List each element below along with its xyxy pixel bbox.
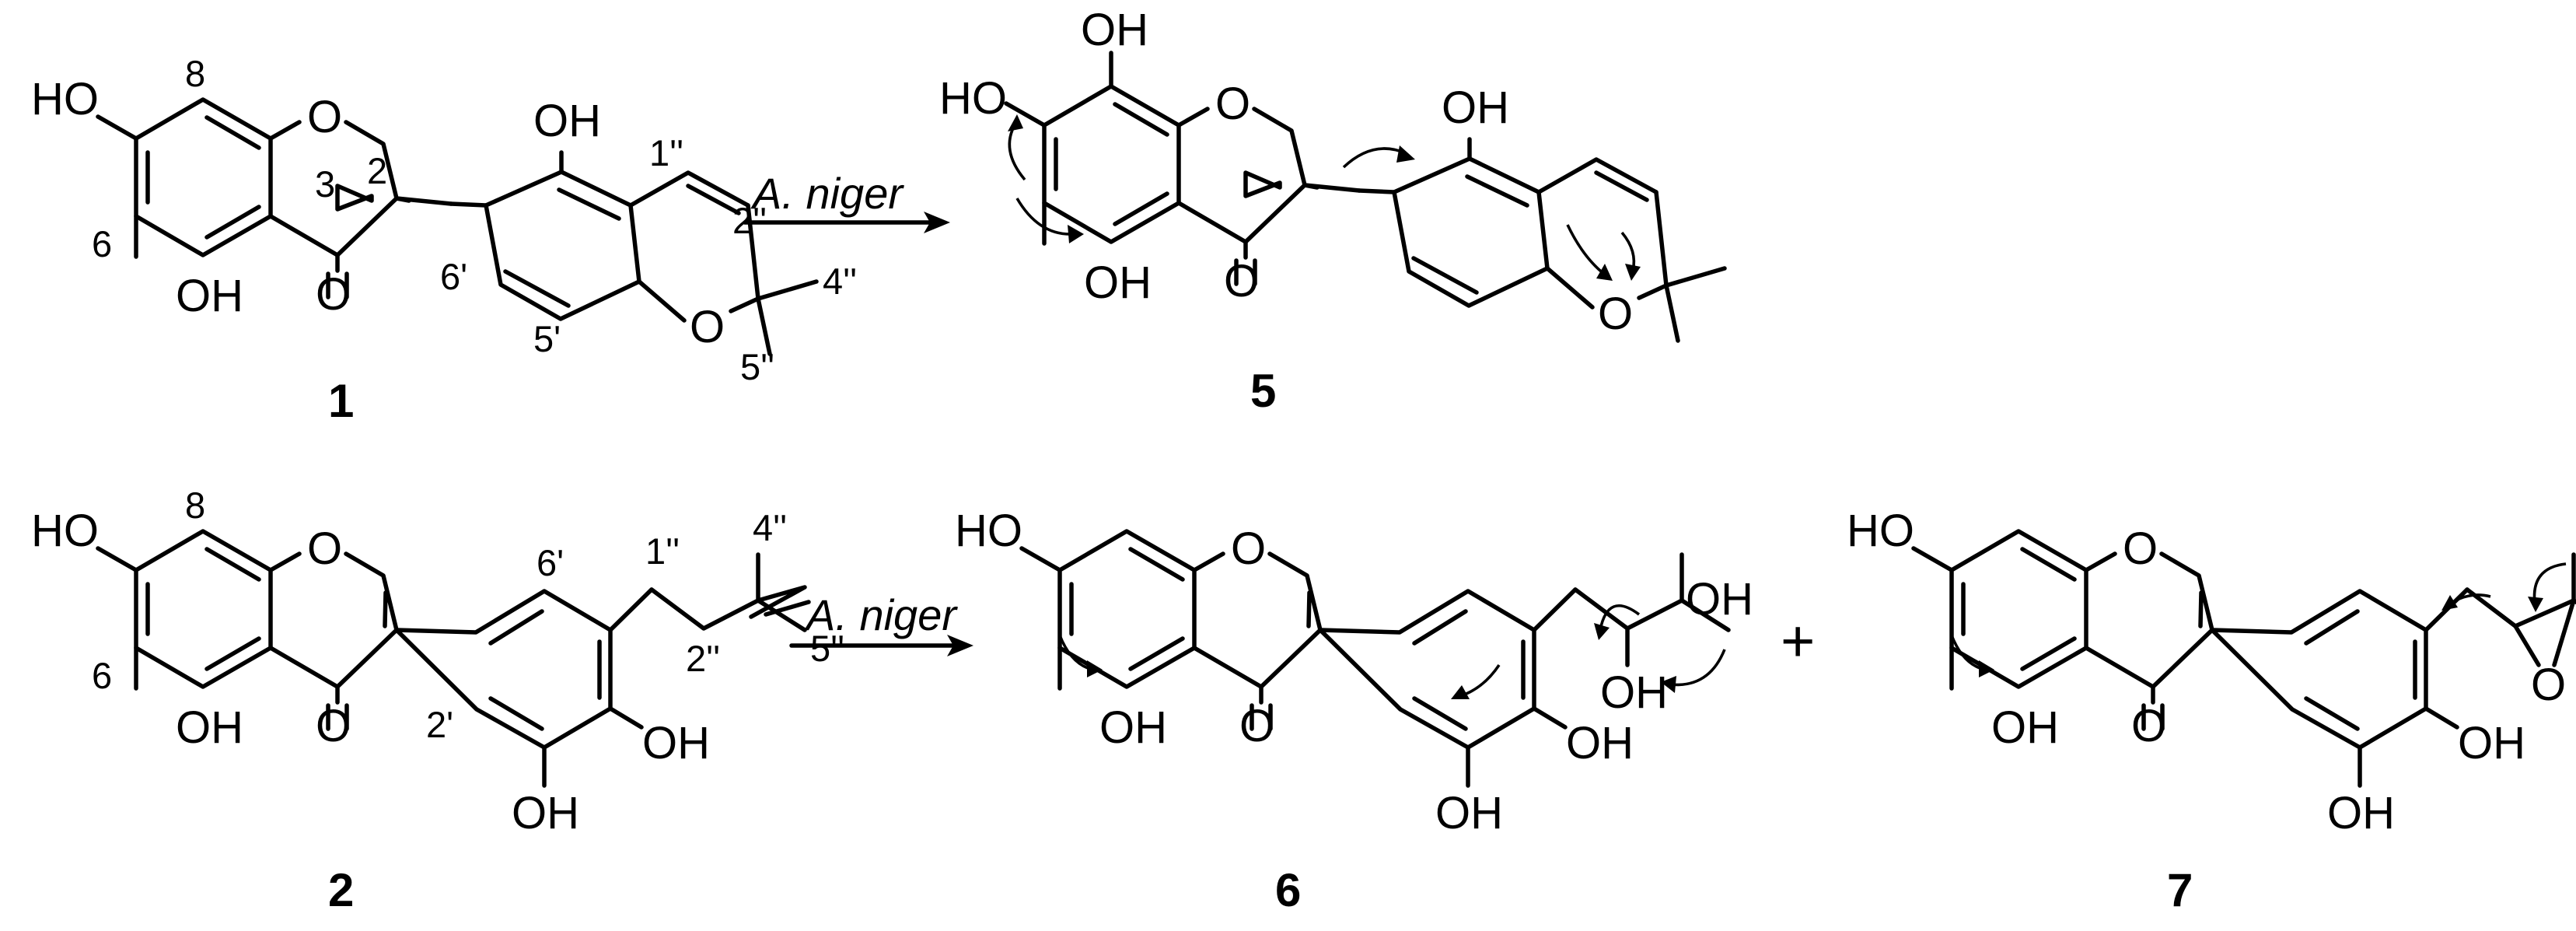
- atom-label: OH: [1991, 702, 2059, 753]
- locant: 6: [92, 223, 112, 264]
- reagent-label: A. niger: [750, 169, 904, 218]
- atom-label: O: [690, 302, 725, 352]
- locant: 4'': [823, 261, 857, 302]
- atom-label: HO: [1847, 506, 1914, 556]
- atom-label: OH: [1099, 702, 1167, 753]
- atom-label: OH: [1686, 574, 1753, 625]
- locant: 2': [426, 704, 453, 745]
- locant: 1'': [649, 132, 683, 173]
- compound-6: HO O OH O OH OH OH OH 6: [955, 506, 1753, 916]
- atom-label: O: [316, 701, 351, 751]
- compound-number: 5: [1250, 365, 1276, 417]
- atom-label: OH: [176, 271, 243, 321]
- atom-label: OH: [512, 788, 579, 838]
- atom-label: OH: [1081, 5, 1148, 55]
- locant: 6': [440, 256, 467, 297]
- locant: 2'': [686, 638, 720, 679]
- atom-label: HO: [31, 74, 99, 124]
- locant: 3: [315, 163, 335, 205]
- compound-number: 6: [1275, 864, 1301, 916]
- reaction-arrow: A. niger: [743, 169, 950, 233]
- locant: 6: [92, 655, 112, 696]
- atom-label: OH: [1600, 667, 1668, 718]
- atom-label: O: [1231, 523, 1266, 574]
- atom-label: OH: [1442, 82, 1509, 133]
- compound-7: HO O OH O OH OH O 7: [1847, 506, 2576, 916]
- plus-sign: +: [1781, 608, 1815, 674]
- atom-label: OH: [2327, 788, 2395, 838]
- atom-label: OH: [1435, 788, 1503, 838]
- locant: 2: [367, 150, 387, 191]
- locant: 8: [185, 485, 205, 526]
- atom-label: O: [2531, 660, 2566, 710]
- atom-label: OH: [176, 702, 243, 753]
- locant: 1'': [645, 530, 680, 572]
- atom-label: HO: [955, 506, 1022, 556]
- atom-label: O: [1215, 79, 1250, 129]
- locant: 5'': [740, 346, 774, 387]
- atom-label: OH: [1566, 718, 1634, 768]
- atom-label: HO: [31, 506, 99, 556]
- atom-label: OH: [1084, 257, 1152, 308]
- compound-number: 7: [2167, 864, 2193, 916]
- atom-label: O: [1239, 701, 1274, 751]
- reaction-arrow: A. niger: [789, 590, 973, 656]
- atom-label: OH: [642, 718, 710, 768]
- locant: 8: [185, 53, 205, 94]
- atom-label: O: [1224, 256, 1259, 306]
- compound-2: HO O OH O OH OH 8 6 6' 1'' 4'' 2'' 5'' 2…: [31, 485, 844, 916]
- atom-label: O: [1598, 289, 1633, 339]
- locant: 4'': [753, 507, 787, 548]
- atom-label: O: [2131, 701, 2166, 751]
- atom-label: O: [307, 523, 342, 574]
- atom-label: O: [2123, 523, 2158, 574]
- compound-number: 2: [328, 864, 354, 916]
- reagent-label: A. niger: [804, 590, 958, 639]
- atom-label: OH: [533, 96, 601, 146]
- compound-1: HO O OH O OH O 8 2 3 6 1'' 2'' 6' 5' 4''…: [31, 53, 857, 427]
- locant: 5': [533, 318, 561, 359]
- atom-label: OH: [2458, 718, 2525, 768]
- compound-number: 1: [328, 375, 354, 427]
- compound-5: HO OH O OH O OH O 5: [939, 5, 1725, 417]
- atom-label: O: [316, 269, 351, 320]
- atom-label: O: [307, 92, 342, 142]
- atom-label: HO: [939, 73, 1007, 124]
- locant: 5'': [810, 628, 844, 669]
- locant: 6': [537, 542, 564, 583]
